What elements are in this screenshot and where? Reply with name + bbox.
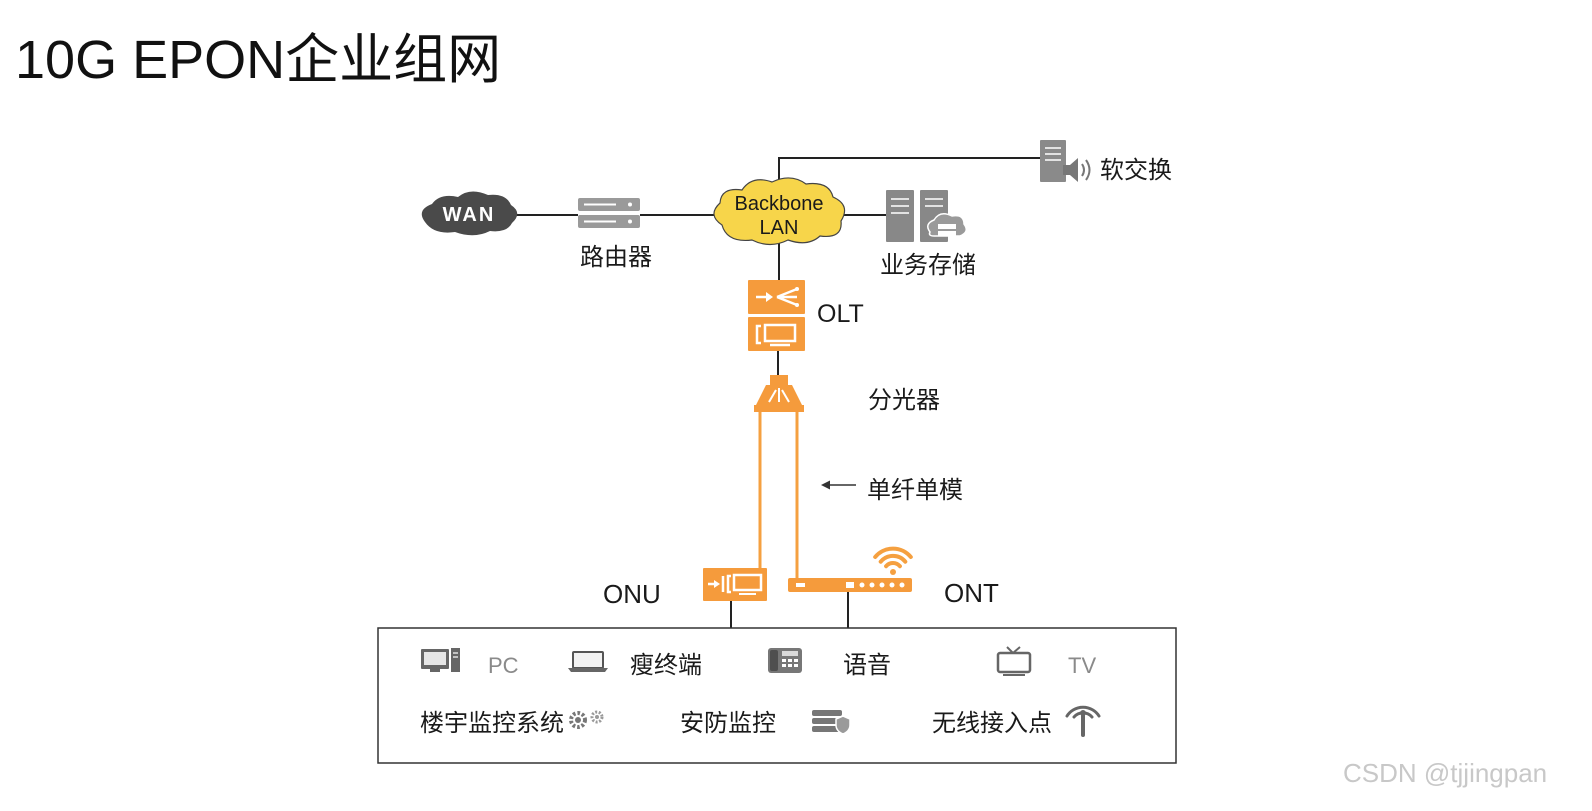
terminal-label-security-monitoring: 安防监控 — [680, 710, 776, 737]
fiber-lines — [758, 412, 799, 578]
terminal-label-pc: PC — [488, 653, 519, 678]
olt-icon — [748, 280, 805, 351]
connection-lines — [512, 157, 1040, 628]
wan-cloud-icon: WAN — [421, 191, 518, 236]
ont-wifi-icon — [788, 546, 913, 592]
backbone-softswitch-link — [778, 157, 1040, 184]
olt-upper-module — [748, 280, 805, 314]
wan-label: WAN — [443, 204, 496, 226]
olt-label: OLT — [817, 300, 864, 328]
softswitch-server-icon — [1040, 140, 1091, 182]
terminal-box — [377, 627, 1177, 764]
softswitch-label: 软交换 — [1100, 157, 1172, 184]
router-label: 路由器 — [580, 244, 652, 271]
terminal-label-thin-client: 瘦终端 — [630, 652, 702, 679]
antenna-icon — [1065, 705, 1101, 737]
ont-label: ONT — [944, 578, 999, 608]
backbone-label-line1: Backbone — [735, 193, 824, 215]
security-server-icon — [812, 710, 851, 735]
backbone-cloud-shape — [713, 177, 846, 246]
backbone-cloud-icon: Backbone LAN — [713, 177, 846, 246]
terminal-label-voice: 语音 — [843, 652, 891, 679]
onu-label: ONU — [603, 579, 661, 609]
pc-icon — [421, 648, 460, 672]
terminal-label-tv: TV — [1068, 653, 1096, 678]
tv-icon — [996, 646, 1032, 676]
arrow-left-icon — [821, 480, 856, 490]
fiber-label: 单纤单模 — [867, 477, 963, 504]
wan-cloud-shape — [421, 191, 518, 236]
storage-label: 业务存储 — [880, 252, 976, 279]
gears-icon — [569, 710, 604, 729]
wifi-icon — [873, 546, 913, 569]
terminal-label-building-monitoring: 楼宇监控系统 — [420, 710, 564, 737]
storage-server-icon — [886, 190, 967, 242]
phone-icon — [768, 648, 802, 673]
router-icon — [578, 198, 640, 228]
laptop-icon — [568, 651, 608, 672]
watermark: CSDN @tjjingpan — [1343, 758, 1547, 788]
page-title: 10G EPON企业组网 — [15, 30, 501, 90]
backbone-label-line2: LAN — [760, 217, 799, 239]
splitter-icon — [754, 375, 804, 412]
splitter-label: 分光器 — [868, 387, 940, 414]
onu-icon — [703, 568, 767, 601]
terminal-label-wireless-ap: 无线接入点 — [932, 710, 1052, 737]
